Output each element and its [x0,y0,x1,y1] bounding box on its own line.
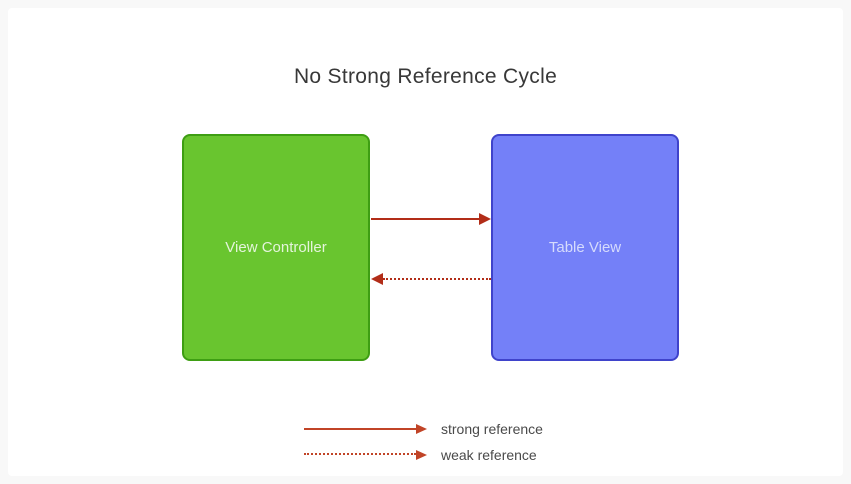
legend-strong-arrow [304,420,428,438]
legend-weak-arrowhead-icon [416,450,427,460]
weak-reference-arrowhead-icon [371,273,383,285]
diagram-title: No Strong Reference Cycle [293,65,558,88]
legend-strong-arrow-line [304,428,416,430]
legend-item-strong-reference: strong reference [304,420,543,438]
legend-strong-label: strong reference [441,421,543,437]
diagram-card: No Strong Reference Cycle View Controlle… [8,8,843,476]
weak-reference-arrow-line [383,278,491,280]
node-view-controller-label: View Controller [225,239,327,256]
strong-reference-arrow-line [371,218,480,220]
legend-weak-label: weak reference [441,447,537,463]
legend-weak-arrow [304,446,428,464]
strong-reference-arrowhead-icon [479,213,491,225]
legend-weak-arrow-line [304,453,416,455]
node-view-controller: View Controller [182,134,370,361]
legend: strong reference weak reference [304,420,543,464]
legend-item-weak-reference: weak reference [304,446,543,464]
node-table-view-label: Table View [548,239,622,256]
node-table-view: Table View [491,134,679,361]
legend-strong-arrowhead-icon [416,424,427,434]
